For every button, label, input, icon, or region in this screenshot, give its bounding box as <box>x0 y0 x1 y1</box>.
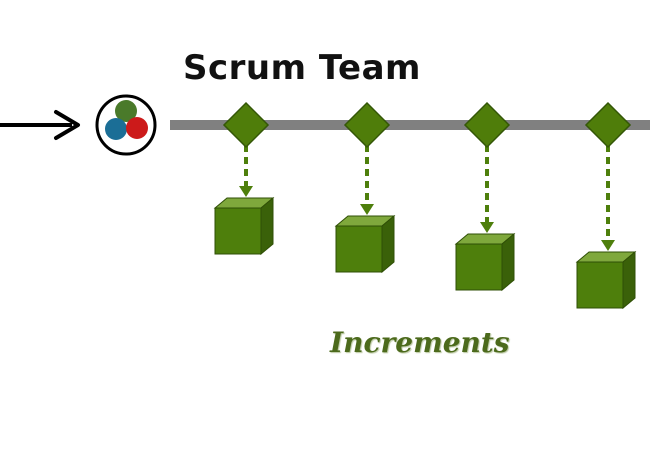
diamond-icon <box>584 101 632 149</box>
diagram-title: Scrum Team <box>183 48 421 88</box>
diamond-icon <box>463 101 511 149</box>
arrow-head-icon <box>239 186 253 197</box>
increments-label: Increments <box>330 326 510 359</box>
arrow-head-icon <box>601 240 615 251</box>
arrow-right-icon <box>0 110 80 140</box>
cube-icon <box>454 232 516 292</box>
arrow-head-icon <box>480 222 494 233</box>
arrow-head-icon <box>360 204 374 215</box>
cube-icon <box>575 250 637 310</box>
diamond-icon <box>222 101 270 149</box>
diamond-icon <box>343 101 391 149</box>
timeline-bar <box>170 120 650 130</box>
scrum-team-icon <box>95 94 157 156</box>
cube-icon <box>213 196 275 256</box>
cube-icon <box>334 214 396 274</box>
